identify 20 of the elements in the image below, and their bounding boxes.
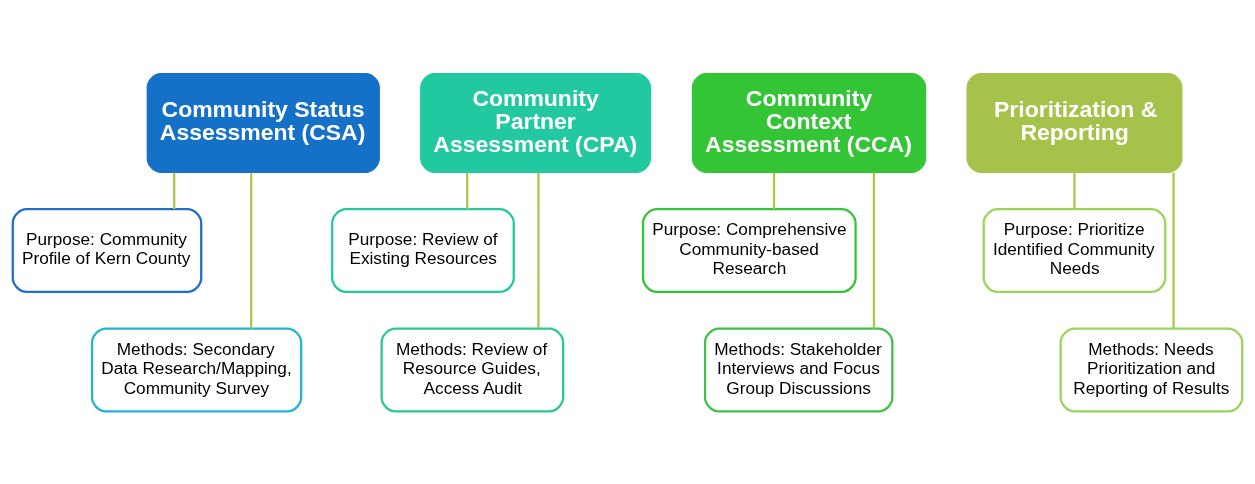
connector bbox=[772, 172, 776, 209]
node-box: Community Context Assessment (CCA) bbox=[691, 72, 927, 173]
node-box: Community Status Assessment (CSA) bbox=[146, 72, 380, 173]
connector bbox=[1172, 172, 1175, 329]
node-box: Community Partner Assessment (CPA) bbox=[420, 72, 652, 173]
connector bbox=[173, 172, 176, 209]
node-box: Purpose: Community Profile of Kern County bbox=[11, 207, 203, 293]
node-box: Purpose: Comprehensive Community-based Research bbox=[641, 207, 857, 293]
node-box: Methods: Stakeholder Interviews and Focus Group Discussions bbox=[703, 327, 894, 413]
node-box: Purpose: Prioritize Identified Community Needs bbox=[982, 207, 1167, 293]
connector bbox=[537, 172, 540, 329]
node-box: Methods: Review of Resource Guides, Access Audit bbox=[380, 327, 565, 413]
node-box: Purpose: Review of Existing Resources bbox=[331, 207, 515, 293]
connector bbox=[250, 172, 253, 329]
node-box: Methods: Needs Prioritization and Reporting of Results bbox=[1059, 327, 1244, 413]
connector bbox=[1073, 172, 1076, 209]
connector bbox=[466, 172, 469, 209]
connector bbox=[872, 172, 876, 329]
node-box: Prioritization & Reporting bbox=[966, 72, 1183, 173]
node-box: Methods: Secondary Data Research/Mapping, Community Survey bbox=[90, 327, 303, 413]
